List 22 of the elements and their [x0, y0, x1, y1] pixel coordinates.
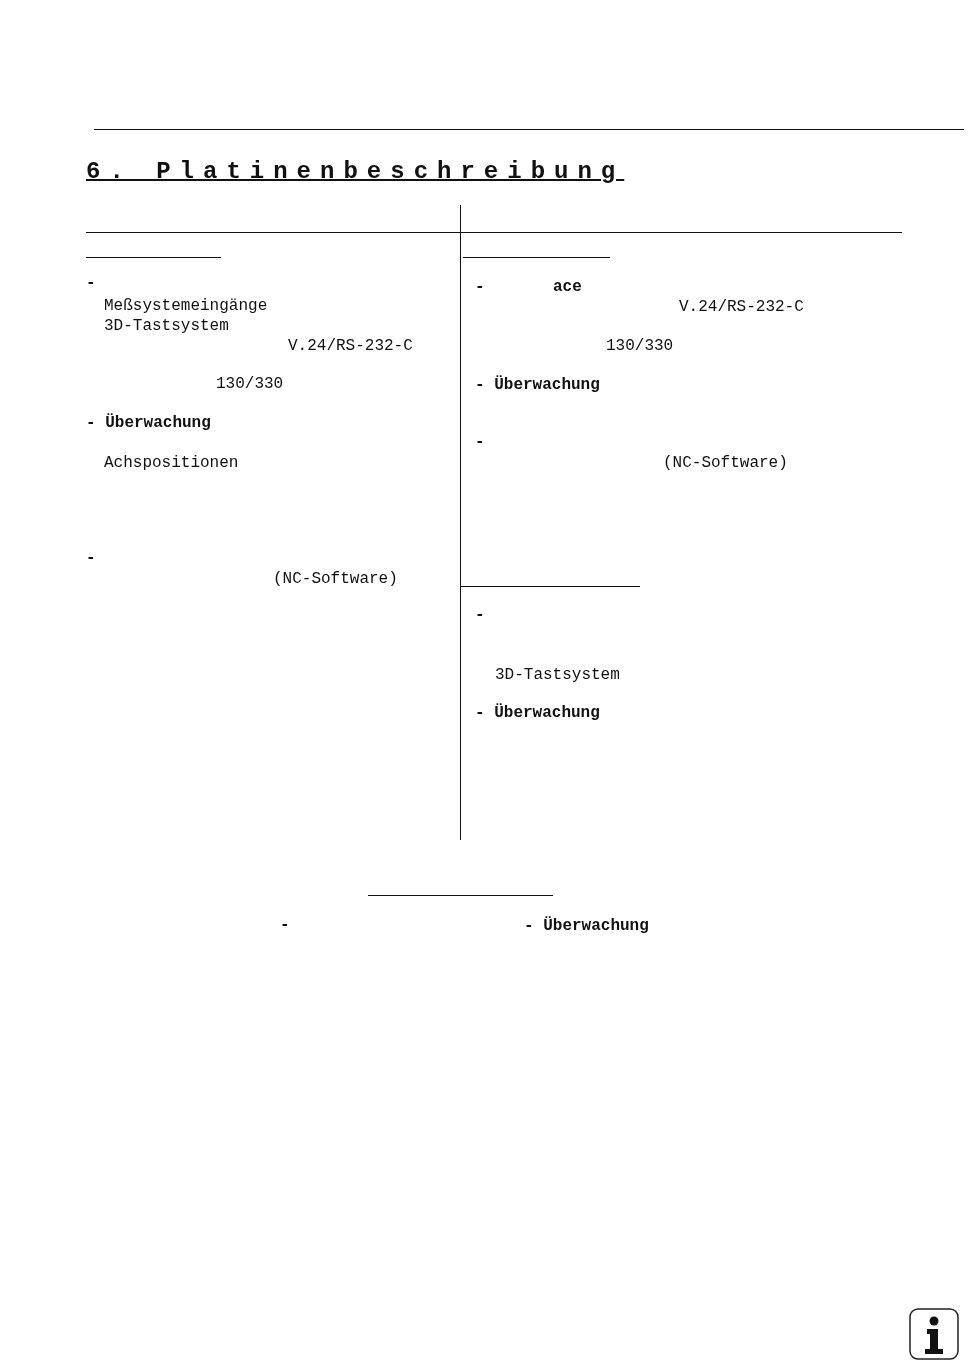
body-text: V.24/RS-232-C [679, 297, 804, 317]
body-text: Achspositionen [104, 453, 239, 473]
bullet-dash: - [475, 605, 485, 625]
bullet-dash: - [86, 273, 96, 293]
bullet-dash: - [86, 548, 96, 568]
bold-heading: - Überwachung [524, 916, 649, 936]
bold-heading: ace [553, 277, 582, 297]
body-text: V.24/RS-232-C [288, 336, 413, 356]
bullet-dash: - [280, 915, 290, 935]
body-text: 3D-Tastsystem [495, 665, 620, 685]
bold-heading: - Überwachung [86, 413, 211, 433]
body-text: 130/330 [216, 374, 284, 394]
body-text: (NC-Software) [273, 569, 398, 589]
bold-heading: - Überwachung [475, 703, 600, 723]
body-text: (NC-Software) [663, 453, 788, 473]
body-text: 130/330 [606, 336, 674, 356]
bold-heading: - Überwachung [475, 375, 600, 395]
body-text: 3D-Tastsystem [104, 316, 229, 336]
page-title: 6. Platinenbeschreibung [86, 158, 625, 186]
bullet-dash: - [475, 432, 485, 452]
bullet-dash: - [475, 277, 485, 297]
body-text: Meßsystemeingänge [104, 296, 268, 316]
